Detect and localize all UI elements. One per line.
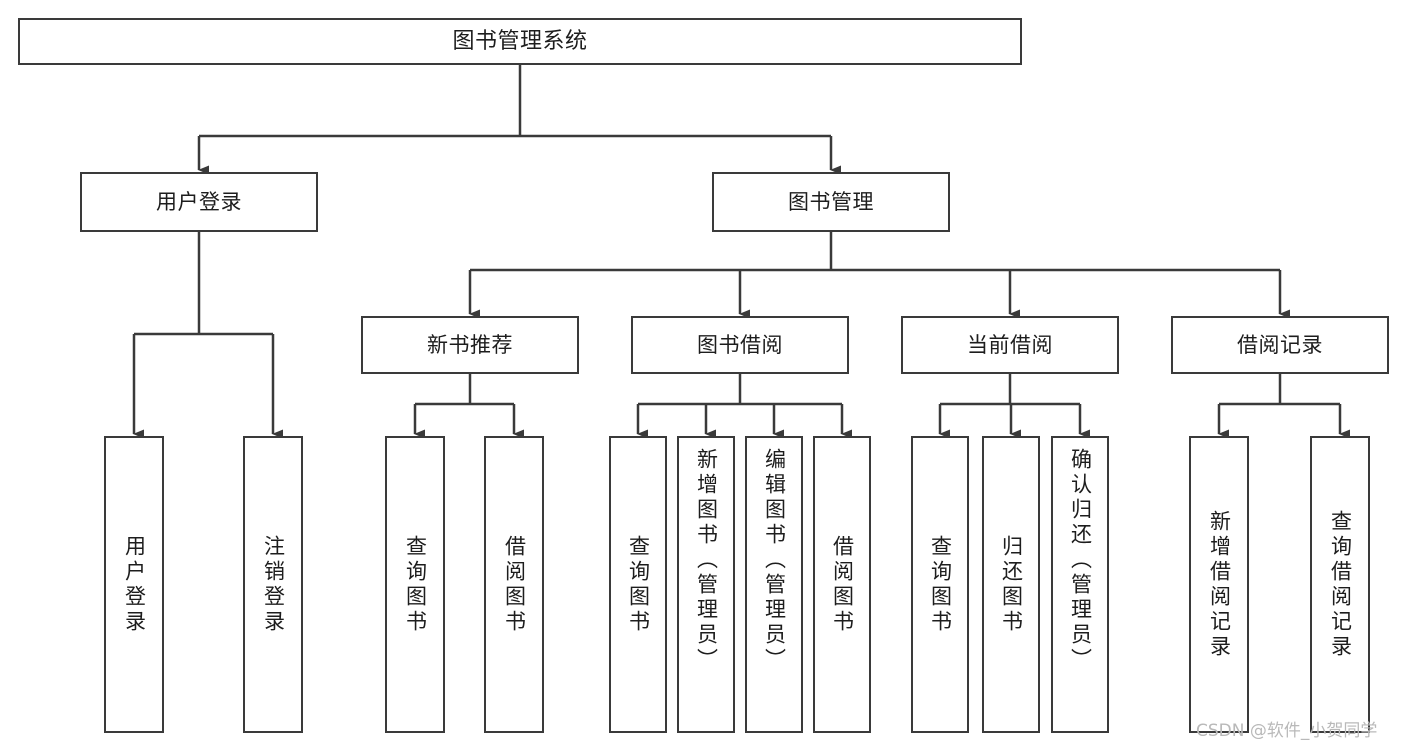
node-label: 查询借阅记录	[1328, 509, 1353, 660]
node-label: 图书管理	[788, 189, 874, 214]
node-label: 用户登录	[122, 534, 147, 635]
node-label: 编辑图书（管理员）	[762, 448, 787, 673]
node-label: 当前借阅	[967, 332, 1053, 357]
node-l-editbook: 编辑图书（管理员）	[745, 436, 803, 733]
node-label: 借阅图书	[830, 534, 855, 635]
node-label: 用户登录	[156, 189, 242, 214]
node-l-bbook1: 借阅图书	[484, 436, 544, 733]
node-label: 查询图书	[928, 534, 953, 635]
node-label: 注销登录	[261, 534, 286, 635]
node-l-return: 归还图书	[982, 436, 1040, 733]
node-l-qbook2: 查询图书	[609, 436, 667, 733]
node-label: 查询图书	[626, 534, 651, 635]
node-l-logout: 注销登录	[243, 436, 303, 733]
node-records: 借阅记录	[1171, 316, 1389, 374]
node-newbook: 新书推荐	[361, 316, 579, 374]
node-label: 查询图书	[403, 534, 428, 635]
node-label: 确认归还（管理员）	[1068, 448, 1093, 673]
node-login: 用户登录	[80, 172, 318, 232]
node-borrow: 图书借阅	[631, 316, 849, 374]
node-current: 当前借阅	[901, 316, 1119, 374]
node-label: 新书推荐	[427, 332, 513, 357]
node-l-qbook1: 查询图书	[385, 436, 445, 733]
node-l-addbook: 新增图书（管理员）	[677, 436, 735, 733]
node-l-qbook3: 查询图书	[911, 436, 969, 733]
csdn-watermark: CSDN @软件_小贺同学	[1196, 721, 1378, 741]
node-label: 新增图书（管理员）	[694, 448, 719, 673]
node-bookmgmt: 图书管理	[712, 172, 950, 232]
node-label: 归还图书	[999, 534, 1024, 635]
node-l-login: 用户登录	[104, 436, 164, 733]
node-root: 图书管理系统	[18, 18, 1022, 65]
node-l-confirm: 确认归还（管理员）	[1051, 436, 1109, 733]
node-label: 借阅记录	[1237, 332, 1323, 357]
node-label: 图书管理系统	[452, 28, 588, 54]
node-l-bbook2: 借阅图书	[813, 436, 871, 733]
node-l-addrec: 新增借阅记录	[1189, 436, 1249, 733]
node-label: 借阅图书	[502, 534, 527, 635]
node-label: 新增借阅记录	[1207, 509, 1232, 660]
node-l-qrec: 查询借阅记录	[1310, 436, 1370, 733]
node-label: 图书借阅	[697, 332, 783, 357]
